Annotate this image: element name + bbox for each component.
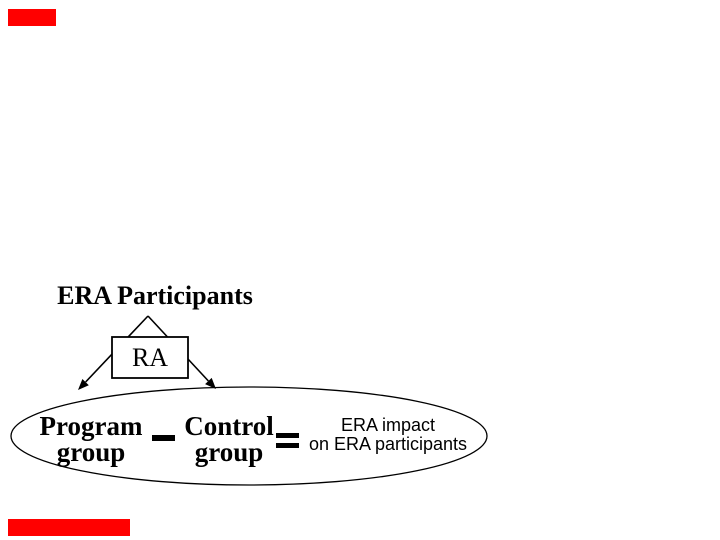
program-group-label: Program group — [31, 411, 151, 467]
ra-box-label: RA — [131, 342, 169, 372]
slide-title: ERA Participants — [57, 281, 253, 310]
control-group-label: Control group — [169, 411, 289, 467]
program-group-line1: Program — [39, 411, 143, 441]
era-impact-line1: ERA impact — [340, 415, 436, 435]
ra-box — [111, 336, 189, 379]
minus-operator — [152, 435, 175, 441]
red-bar-top — [8, 9, 56, 26]
equals-operator-top-bar — [276, 433, 299, 438]
control-group-line2: group — [194, 437, 264, 467]
control-group-line1: Control — [184, 411, 274, 441]
left-arrowhead-icon — [78, 379, 89, 390]
era-impact-line2: on ERA participants — [308, 433, 468, 454]
program-group-line2: group — [56, 437, 126, 467]
red-bar-bottom — [8, 519, 130, 536]
era-impact-label: ERA impact on ERA participants — [288, 416, 488, 453]
equals-operator-bottom-bar — [276, 443, 299, 448]
groups-ellipse — [10, 386, 488, 486]
right-arrowhead-icon — [205, 377, 216, 389]
